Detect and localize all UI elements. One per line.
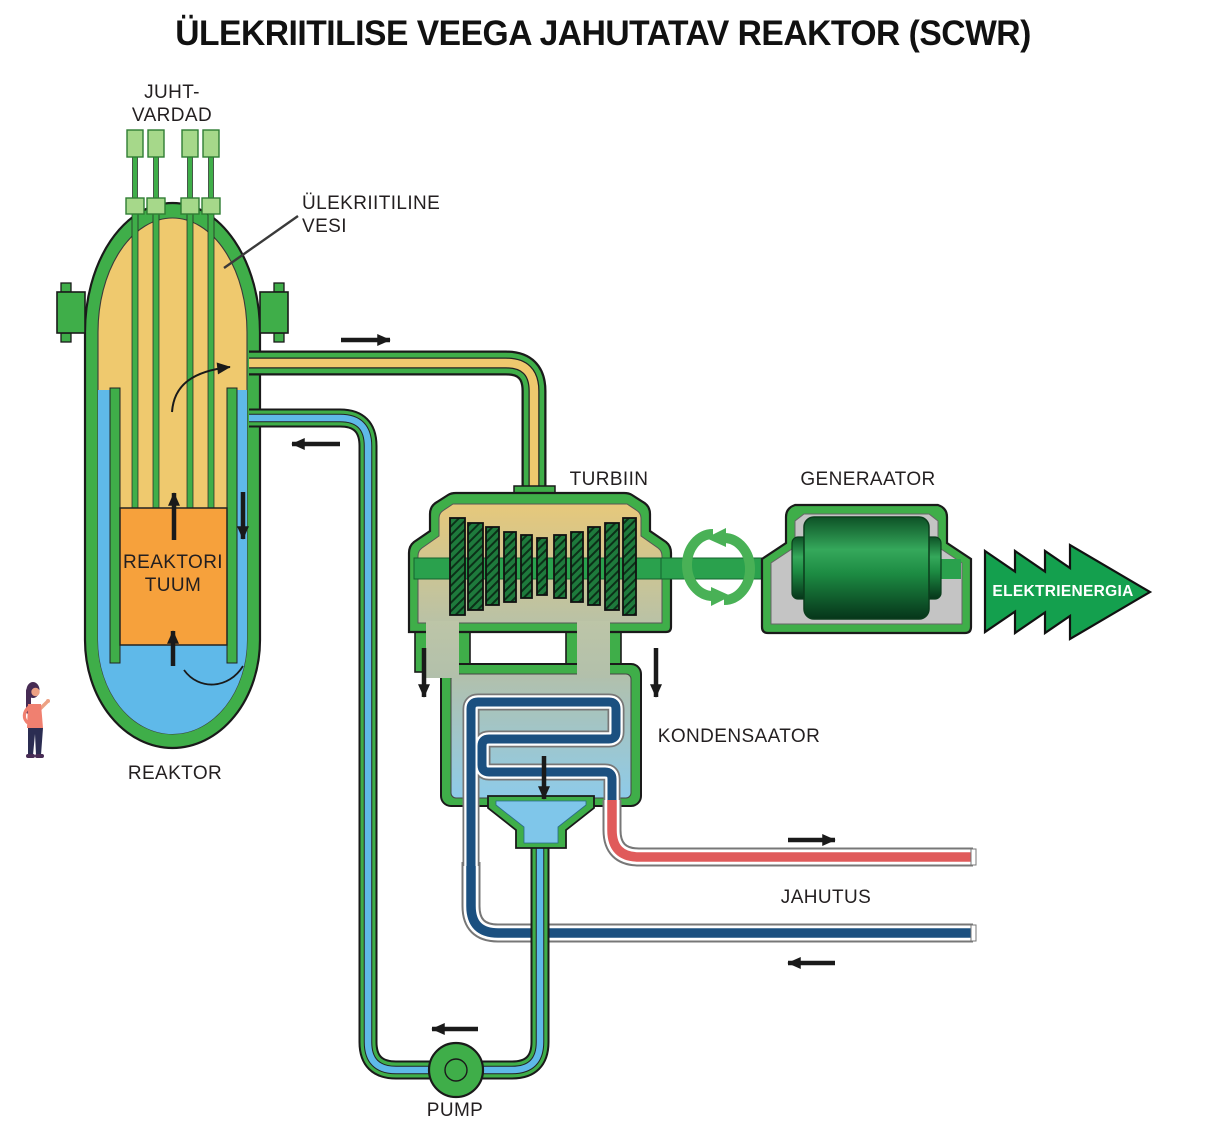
- turbine: [407, 485, 673, 678]
- condenser-coil: [462, 693, 625, 866]
- person-figure: [22, 682, 50, 758]
- label-reactor: REAKTOR: [127, 763, 223, 784]
- label-control-rods: JUHT-VARDAD: [131, 82, 213, 126]
- generator: [760, 503, 973, 635]
- label-cooling: JAHUTUS: [780, 887, 872, 908]
- warm-pipe-end: [970, 848, 977, 866]
- page-title: ÜLEKRIITILISE VEEGA JAHUTATAV REAKTOR (S…: [175, 14, 1031, 53]
- flow-arrows: [167, 334, 836, 1035]
- control-rods: [125, 129, 221, 215]
- pump: [427, 1041, 485, 1099]
- rotation-arrows-icon: [682, 528, 755, 606]
- condensate-water: [495, 800, 587, 844]
- vessel-flanges: [56, 282, 289, 343]
- cold-pipe-end: [970, 924, 977, 942]
- electricity-arrow: [983, 543, 1153, 641]
- condenser: [414, 625, 973, 867]
- label-condenser: KONDENSAATOR: [657, 726, 821, 747]
- reactor-vessel: [56, 201, 289, 750]
- cold-leg-pipe: [249, 408, 550, 1080]
- cooling-outlet-pipe: [602, 800, 973, 867]
- generator-rotor: [803, 516, 930, 620]
- label-electricity: ELEKTRIENERGIA: [992, 583, 1134, 600]
- label-pump: PUMP: [426, 1100, 484, 1121]
- hot-leg-pipe: [249, 350, 547, 503]
- label-turbine: TURBIIN: [569, 469, 649, 490]
- label-leader-line: [223, 215, 299, 269]
- label-generator: GENERAATOR: [800, 469, 936, 490]
- cooling-inlet-pipe: [461, 862, 973, 943]
- turbine-blades: [449, 517, 637, 616]
